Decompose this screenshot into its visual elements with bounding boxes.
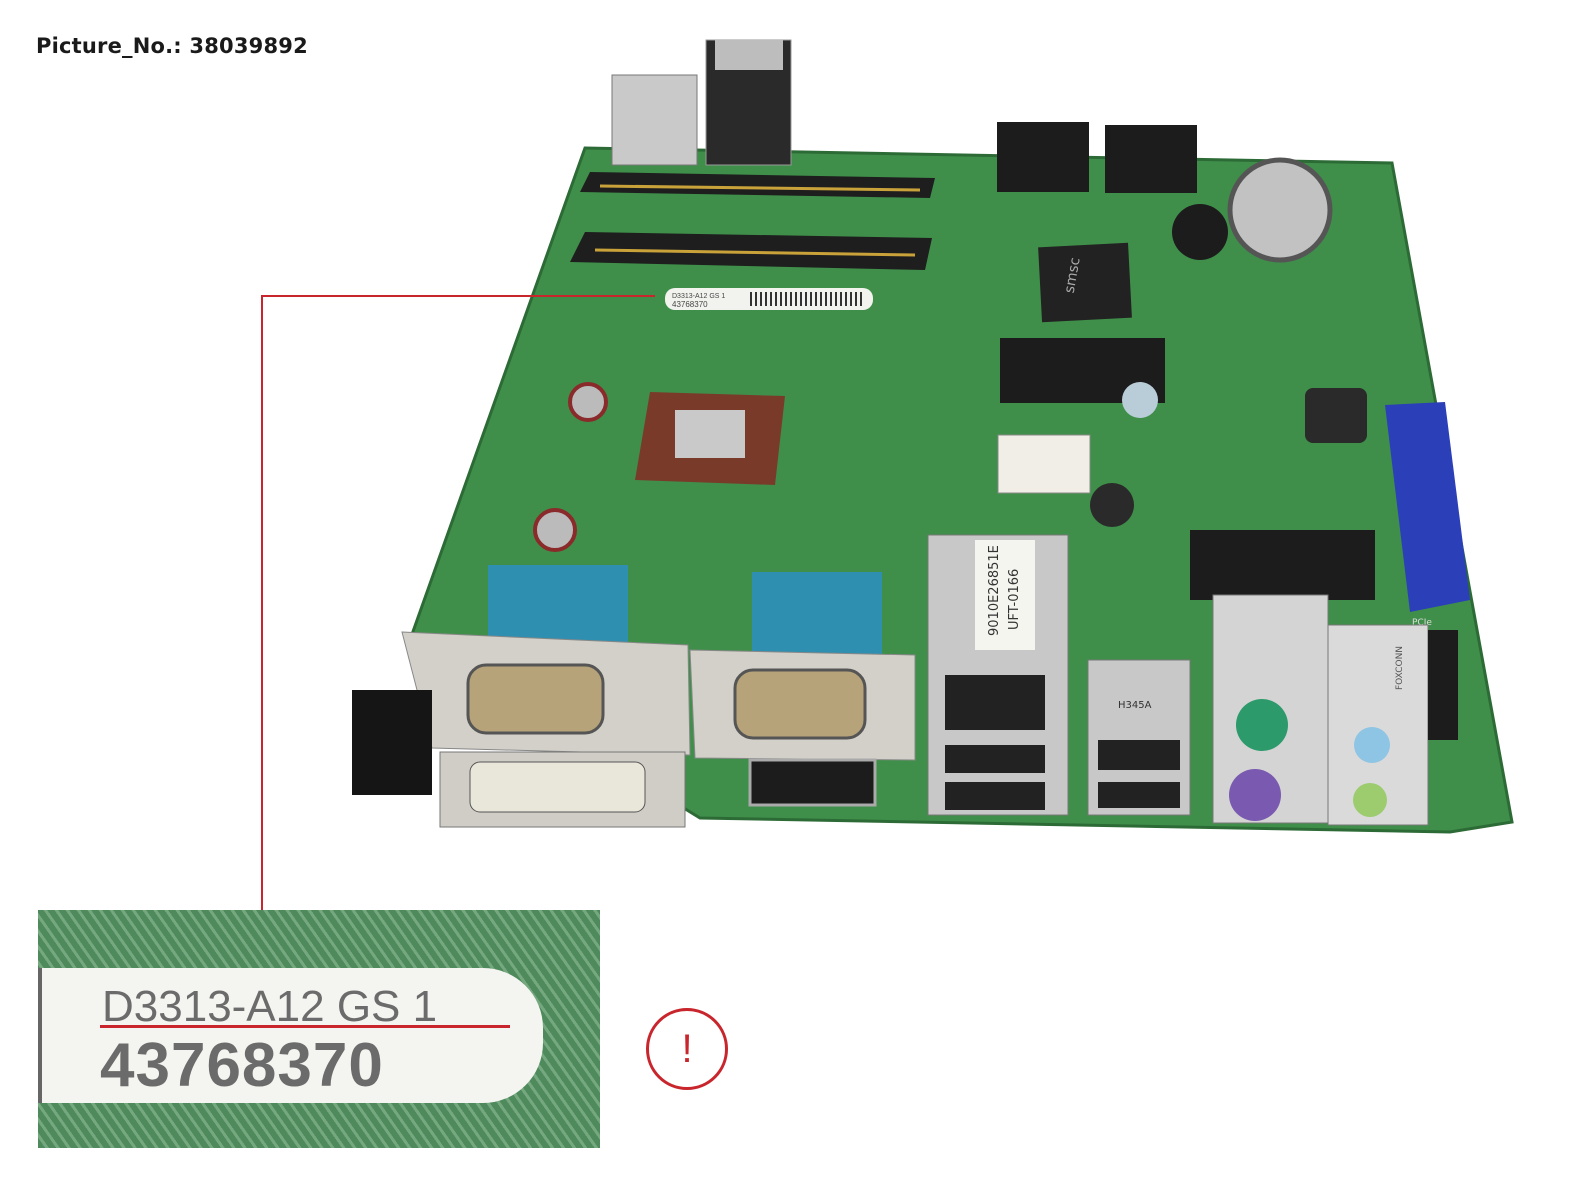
audio-marking: FOXCONN: [1395, 646, 1405, 690]
sata-connector: [997, 434, 1091, 494]
capacitor: [568, 382, 608, 422]
inset-label-sticker: [38, 968, 543, 1103]
buzzer: [1172, 204, 1228, 260]
inset-model-number: D3313-A12 GS 1: [102, 982, 438, 1031]
sio-chip: [1038, 242, 1132, 323]
callout-line: [261, 295, 655, 910]
label-zoom-inset: D3313-A12 GS 1 43768370: [38, 910, 600, 1148]
serial-port-right: [733, 668, 867, 740]
ram-slot-1: [580, 172, 935, 198]
slot-marking: PCIe: [1412, 618, 1432, 628]
inductor: [1305, 388, 1367, 443]
vga-connector-right: [752, 572, 882, 657]
inset-label-edge: [38, 968, 42, 1103]
capacitor: [1122, 382, 1158, 418]
usb-port: [1098, 782, 1180, 808]
cpu-die: [675, 410, 745, 458]
mini-pcie-slot-2: [1190, 530, 1375, 600]
pin-header-2: [1105, 125, 1197, 193]
rj45-port: [945, 675, 1045, 730]
usb-port: [1098, 740, 1180, 770]
dc-power-jack: [352, 690, 432, 795]
serial-port-left: [466, 663, 605, 735]
board-label-serial: 43768370: [672, 300, 708, 309]
pcie-slot: [1385, 402, 1470, 612]
dvi-socket: [469, 761, 646, 813]
ps2-mouse-port: [1236, 699, 1288, 751]
picture-number: Picture_No.: 38039892: [36, 34, 308, 58]
cmos-battery: [1227, 157, 1333, 263]
lan-label: [975, 540, 1035, 650]
usb-marking: H345A: [1118, 700, 1152, 711]
lan-label-line1: 9010E26851E: [987, 545, 1002, 636]
usb-port-top: [611, 74, 698, 166]
inset-serial-number: 43768370: [100, 1031, 384, 1100]
usb-port: [945, 782, 1045, 810]
lan-label-line2: UFT-0166: [1007, 569, 1022, 630]
audio-line-in-jack: [1354, 727, 1390, 763]
pin-header: [997, 122, 1089, 192]
lan-jack-shield: [715, 40, 783, 70]
board-label-model: D3313-A12 GS 1: [672, 293, 725, 300]
pin-header-side: [1428, 630, 1458, 740]
capacitor: [533, 508, 577, 552]
model-underline: [100, 1025, 510, 1028]
ps2-keyboard-port: [1229, 769, 1281, 821]
audio-line-out-jack: [1353, 783, 1387, 817]
usb-port: [945, 745, 1045, 773]
exclamation-circle-icon: !: [646, 1008, 728, 1090]
displayport: [748, 758, 877, 807]
capacitor: [1090, 483, 1134, 527]
chip-marking: smsc: [1062, 256, 1084, 294]
barcode: [750, 292, 865, 306]
